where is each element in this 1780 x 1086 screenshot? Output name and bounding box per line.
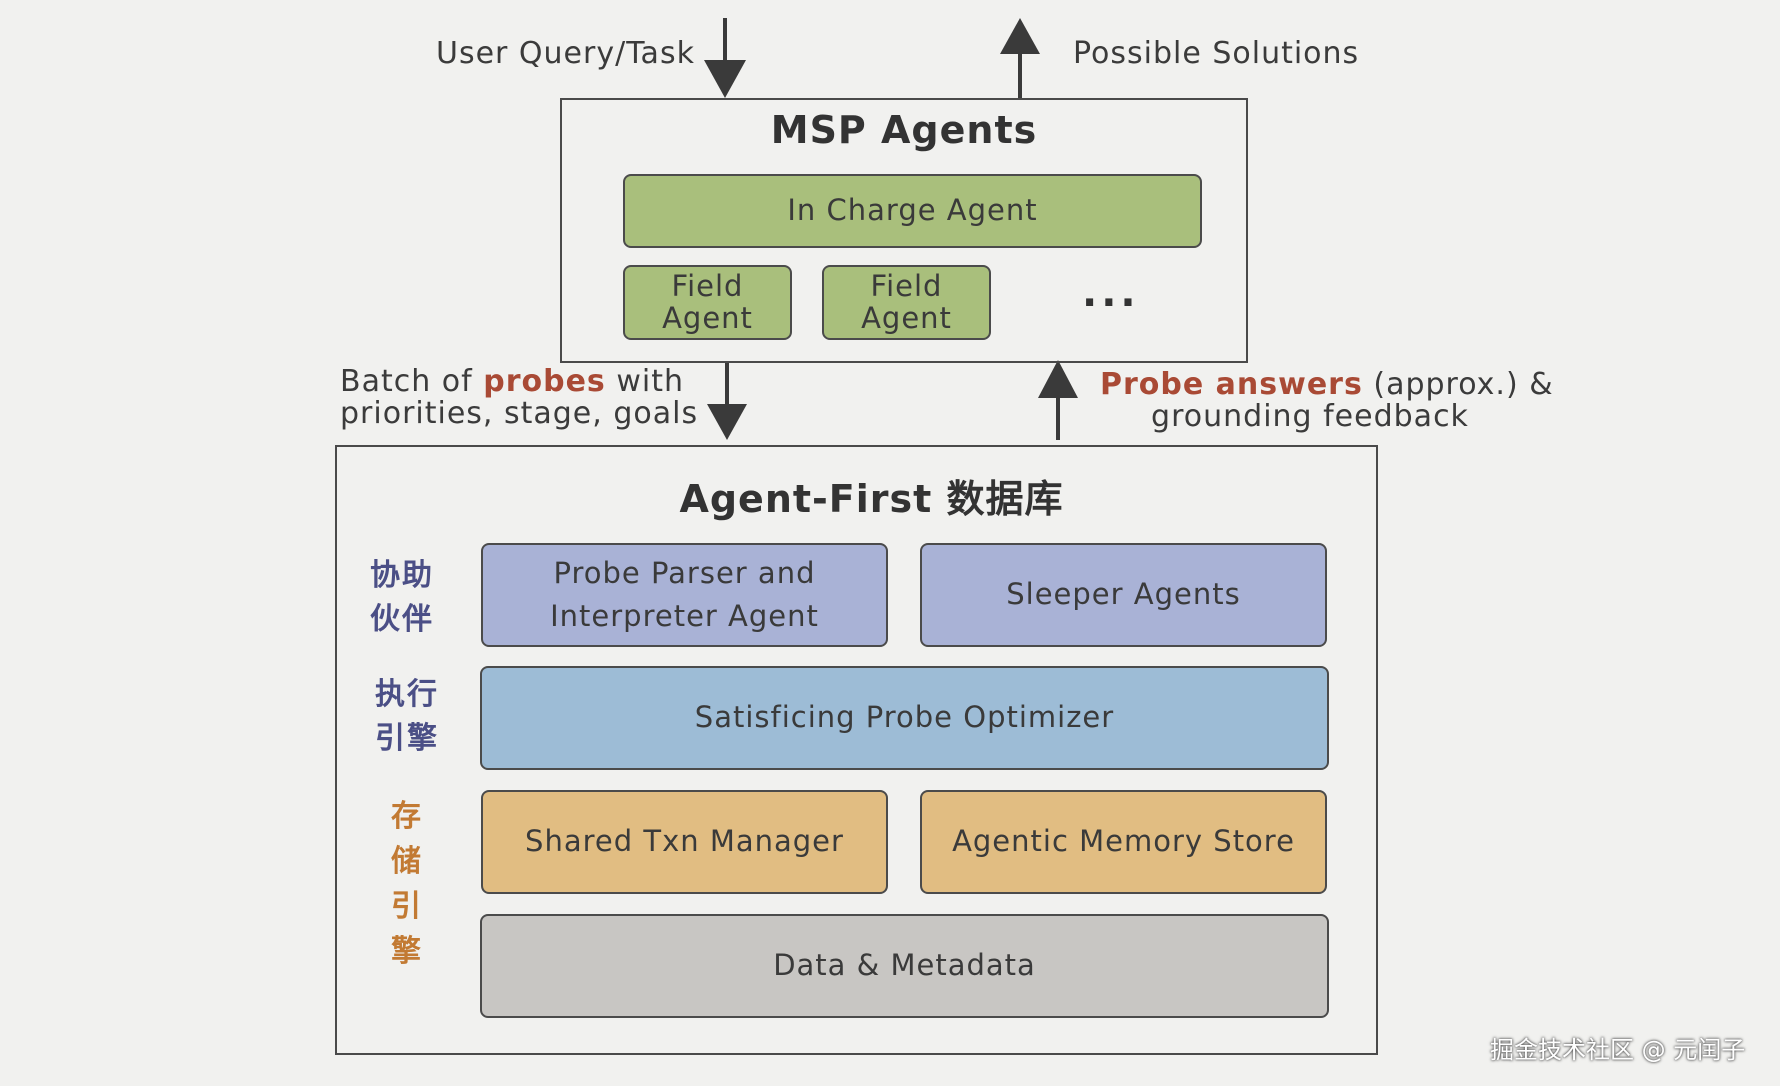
probe-optimizer-label: Satisficing Probe Optimizer — [694, 700, 1115, 735]
probe-parser-label-line2: Interpreter Agent — [550, 599, 819, 633]
batch-of-probes-label: Batch of probes with priorities, stage, … — [340, 364, 699, 431]
memory-store-box: Agentic Memory Store — [920, 790, 1327, 894]
watermark-text: 掘金技术社区 @ 元闰子 — [1490, 1036, 1746, 1064]
sleeper-agents-box: Sleeper Agents — [920, 543, 1327, 647]
data-metadata-label: Data & Metadata — [773, 948, 1036, 983]
probe-answers-label: Probe answers (approx.) & grounding feed… — [1100, 367, 1554, 434]
field-agent-label-line1: Field — [870, 268, 943, 303]
field-agent-box: Field Agent — [822, 265, 991, 340]
memory-store-label: Agentic Memory Store — [952, 824, 1295, 859]
sleeper-agents-label: Sleeper Agents — [1006, 577, 1241, 612]
down-arrow-icon — [704, 18, 746, 98]
field-agent-label-line2: Agent — [861, 300, 952, 335]
field-agent-label-line2: Agent — [662, 300, 753, 335]
possible-solutions-label: Possible Solutions — [1073, 36, 1360, 71]
msp-agents-frame — [560, 98, 1248, 363]
field-agent-label-line1: Field — [671, 268, 744, 303]
agent-first-db-title: Agent-First 数据库 — [679, 477, 1064, 521]
up-arrow-icon — [1000, 18, 1040, 98]
probe-parser-label-line1: Probe Parser and — [553, 555, 816, 590]
msp-agents-title: MSP Agents — [770, 108, 1038, 152]
agent-first-db-frame — [335, 445, 1378, 1055]
user-query-label: User Query/Task — [436, 36, 695, 71]
txn-manager-label: Shared Txn Manager — [525, 824, 844, 859]
down-arrow-icon — [707, 362, 747, 440]
txn-manager-box: Shared Txn Manager — [481, 790, 888, 894]
up-arrow-icon — [1038, 360, 1078, 440]
probe-optimizer-box: Satisficing Probe Optimizer — [480, 666, 1329, 770]
exec-engine-side-label: 执行 引擎 — [375, 677, 439, 756]
data-metadata-box: Data & Metadata — [480, 914, 1329, 1018]
partner-side-label: 协助 伙伴 — [370, 558, 434, 637]
probe-parser-box: Probe Parser and Interpreter Agent — [481, 543, 888, 647]
in-charge-agent-box: In Charge Agent — [623, 174, 1202, 248]
in-charge-agent-label: In Charge Agent — [787, 193, 1038, 228]
field-agent-box: Field Agent — [623, 265, 792, 340]
storage-engine-side-label: 存储引擎 — [391, 799, 423, 969]
more-agents-ellipsis: ... — [1082, 270, 1140, 316]
